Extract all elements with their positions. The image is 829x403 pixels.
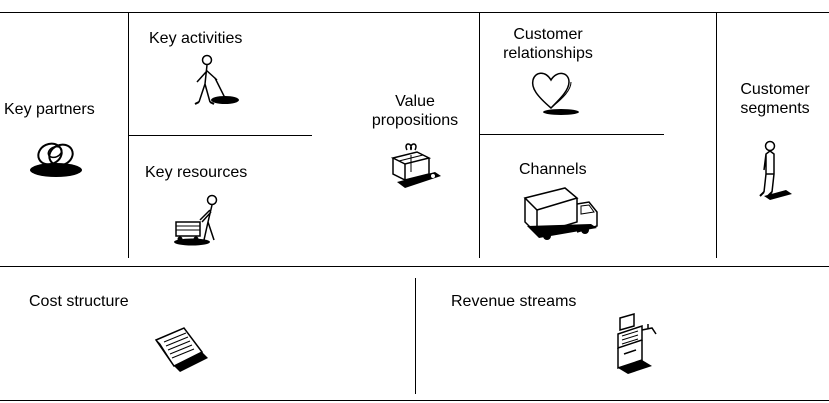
divider-cost-revenue	[415, 278, 416, 394]
person-pushing-cart-icon	[170, 192, 230, 248]
divider-relationships-channels	[479, 134, 664, 135]
value-propositions-title-line1: Value	[395, 93, 435, 110]
receipt-icon	[152, 320, 214, 376]
customer-segments-title-line1: Customer	[740, 81, 810, 98]
heart-icon	[527, 66, 583, 118]
customer-segments-title-line2: segments	[740, 100, 810, 117]
person-sweeping-icon	[185, 54, 245, 108]
revenue-streams-title: Revenue streams	[451, 293, 577, 310]
value-propositions-title-line2: propositions	[371, 112, 459, 129]
middle-divider	[0, 266, 829, 267]
customer-relationships-title-line2: relationships	[503, 45, 593, 62]
divider-value-relationships	[479, 12, 480, 258]
key-partners-title: Key partners	[4, 101, 95, 118]
value-propositions-title: Value propositions	[360, 92, 470, 130]
divider-channels-segments	[716, 12, 717, 258]
customer-relationships-title-line1: Customer	[513, 26, 583, 43]
customer-relationships-title: Customer relationships	[483, 25, 613, 63]
key-resources-title: Key resources	[145, 164, 248, 181]
bottom-border	[0, 400, 829, 401]
gift-box-icon	[383, 136, 445, 192]
top-border	[0, 12, 829, 13]
delivery-truck-icon	[519, 184, 601, 250]
channels-title: Channels	[519, 161, 587, 178]
divider-activities-resources	[128, 135, 312, 136]
cash-register-icon	[612, 310, 670, 382]
customer-segments-title: Customer segments	[730, 80, 820, 118]
standing-person-icon	[756, 140, 796, 204]
key-activities-title: Key activities	[149, 30, 243, 47]
cost-structure-title: Cost structure	[29, 293, 129, 310]
chain-links-icon	[26, 132, 86, 182]
